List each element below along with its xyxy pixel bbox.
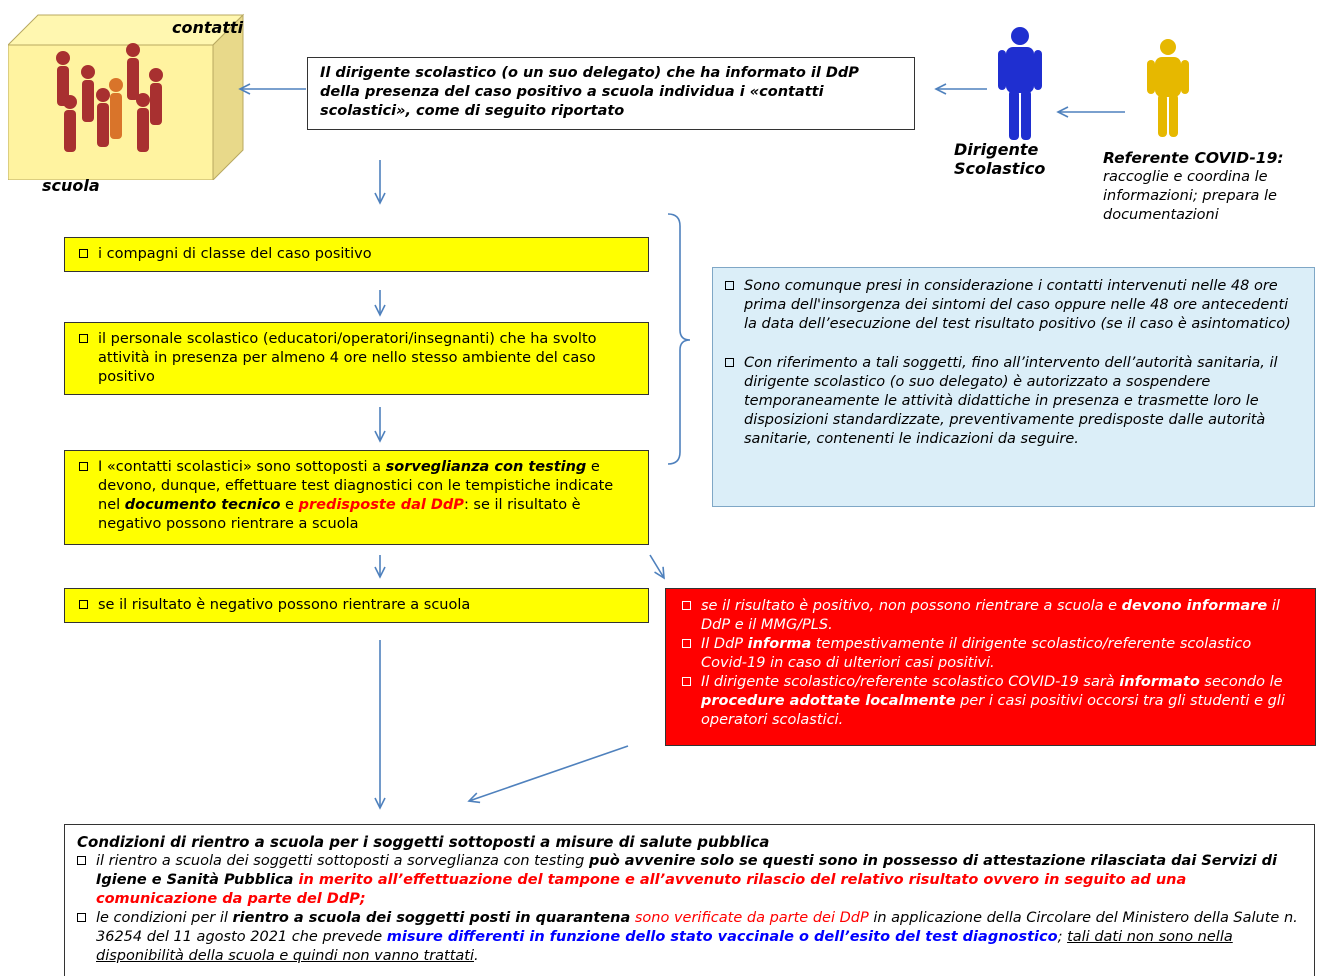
step-negativo: se il risultato è negativo possono rient… [64, 588, 649, 623]
checkbox-icon [79, 462, 88, 471]
checkbox-icon [77, 856, 86, 865]
checkbox-icon [682, 639, 691, 648]
step-contatti: I «contatti scolastici» sono sottoposti … [64, 450, 649, 545]
step-negativo-text: se il risultato è negativo possono rient… [98, 597, 471, 613]
red-item-3: Il dirigente scolastico/referente scolas… [701, 674, 1285, 728]
checkbox-icon [79, 249, 88, 258]
referente-figure [1140, 38, 1196, 138]
info-box: Sono comunque presi in considerazione i … [712, 267, 1315, 507]
referente-title: Referente COVID-19: [1103, 149, 1284, 167]
school-illustration [6, 10, 248, 182]
info-item-1: Sono comunque presi in considerazione i … [744, 278, 1291, 332]
top-box: Il dirigente scolastico (o un suo delega… [307, 57, 915, 130]
checkbox-icon [682, 677, 691, 686]
bottom-item-1: il rientro a scuola dei soggetti sottopo… [96, 853, 1277, 907]
referente-text: Referente COVID-19: raccoglie e coordina… [1103, 149, 1313, 225]
info-item-2: Con riferimento a tali soggetti, fino al… [744, 355, 1278, 447]
step-compagni-text: i compagni di classe del caso positivo [98, 246, 372, 262]
checkbox-icon [725, 281, 734, 290]
red-item-2: Il DdP informa tempestivamente il dirige… [701, 636, 1252, 671]
checkbox-icon [725, 358, 734, 367]
red-item-1: se il risultato è positivo, non possono … [701, 598, 1280, 633]
school-label: scuola [42, 176, 100, 195]
school-cube-graphic [6, 13, 245, 182]
people-group-icon [56, 43, 163, 152]
checkbox-icon [77, 913, 86, 922]
dirigente-figure [992, 26, 1048, 141]
checkbox-icon [79, 334, 88, 343]
bracket [667, 213, 691, 465]
checkbox-icon [682, 601, 691, 610]
arrow-red-to-bottom [467, 745, 629, 804]
arrow-step3-diagonal [649, 554, 665, 580]
step-personale-text: il personale scolastico (educatori/opera… [98, 331, 597, 385]
bottom-title: Condizioni di rientro a scuola per i sog… [77, 833, 770, 851]
person-blue-icon [998, 27, 1042, 140]
top-box-text: Il dirigente scolastico (o un suo delega… [320, 65, 859, 119]
step-compagni: i compagni di classe del caso positivo [64, 237, 649, 272]
step-contatti-text: I «contatti scolastici» sono sottoposti … [98, 459, 614, 532]
checkbox-icon [79, 600, 88, 609]
person-gold-icon [1147, 39, 1189, 137]
positive-result-box: se il risultato è positivo, non possono … [665, 588, 1316, 746]
contacts-label: contatti [172, 18, 244, 37]
step-personale: il personale scolastico (educatori/opera… [64, 322, 649, 395]
bottom-box: Condizioni di rientro a scuola per i sog… [64, 824, 1315, 976]
referente-desc: raccoglie e coordina le informazioni; pr… [1103, 169, 1277, 223]
dirigente-label: Dirigente Scolastico [954, 140, 1046, 178]
bottom-item-2: le condizioni per il rientro a scuola de… [96, 910, 1298, 964]
